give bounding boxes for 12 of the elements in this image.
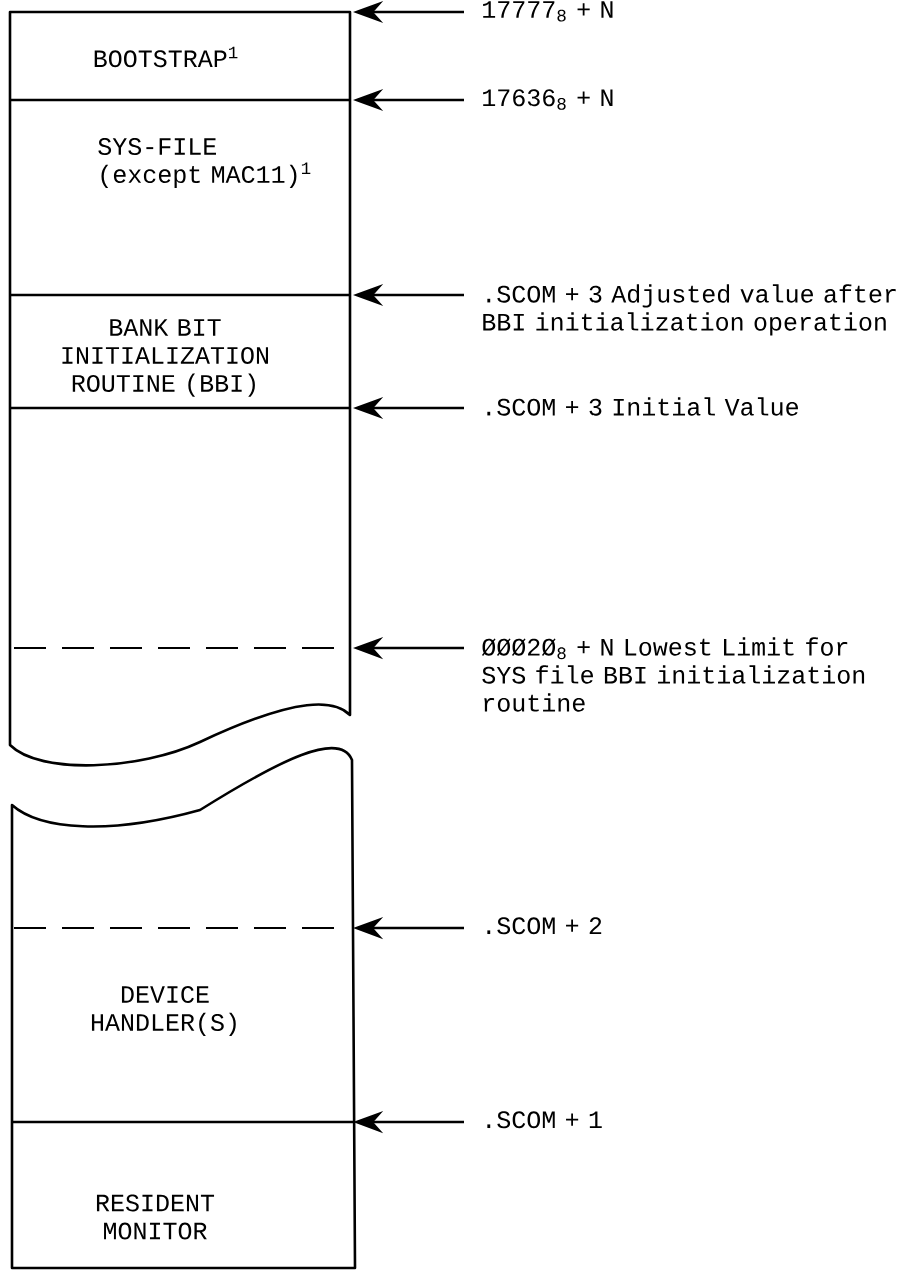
address-label: .SCOM + 2 xyxy=(487,917,602,935)
section-label: SYS-FILE (except MAC11)$^{1}$ xyxy=(98,138,311,188)
address-label: .SCOM + 1 xyxy=(487,1111,602,1129)
address-label: 17777$_{8}$ + N xyxy=(483,1,613,22)
address-label: 17636$_{8}$ + N xyxy=(483,89,613,110)
section-label: BOOTSTRAP$^{1}$ xyxy=(94,46,238,68)
section-label: BANK BIT INITIALIZATION ROUTINE (BBI) xyxy=(62,319,268,397)
section-label: DEVICE HANDLER(S) xyxy=(91,986,236,1036)
section-label: RESIDENT MONITOR xyxy=(96,1194,215,1240)
address-label: ØØØ2Ø$_{8}$ + N Lowest Limit for SYS file BBI initialization routine xyxy=(482,637,865,712)
address-label: .SCOM + 3 Adjusted value after BBI initialization operation xyxy=(483,284,896,336)
address-label: .SCOM + 3 Initial Value xyxy=(487,397,798,416)
